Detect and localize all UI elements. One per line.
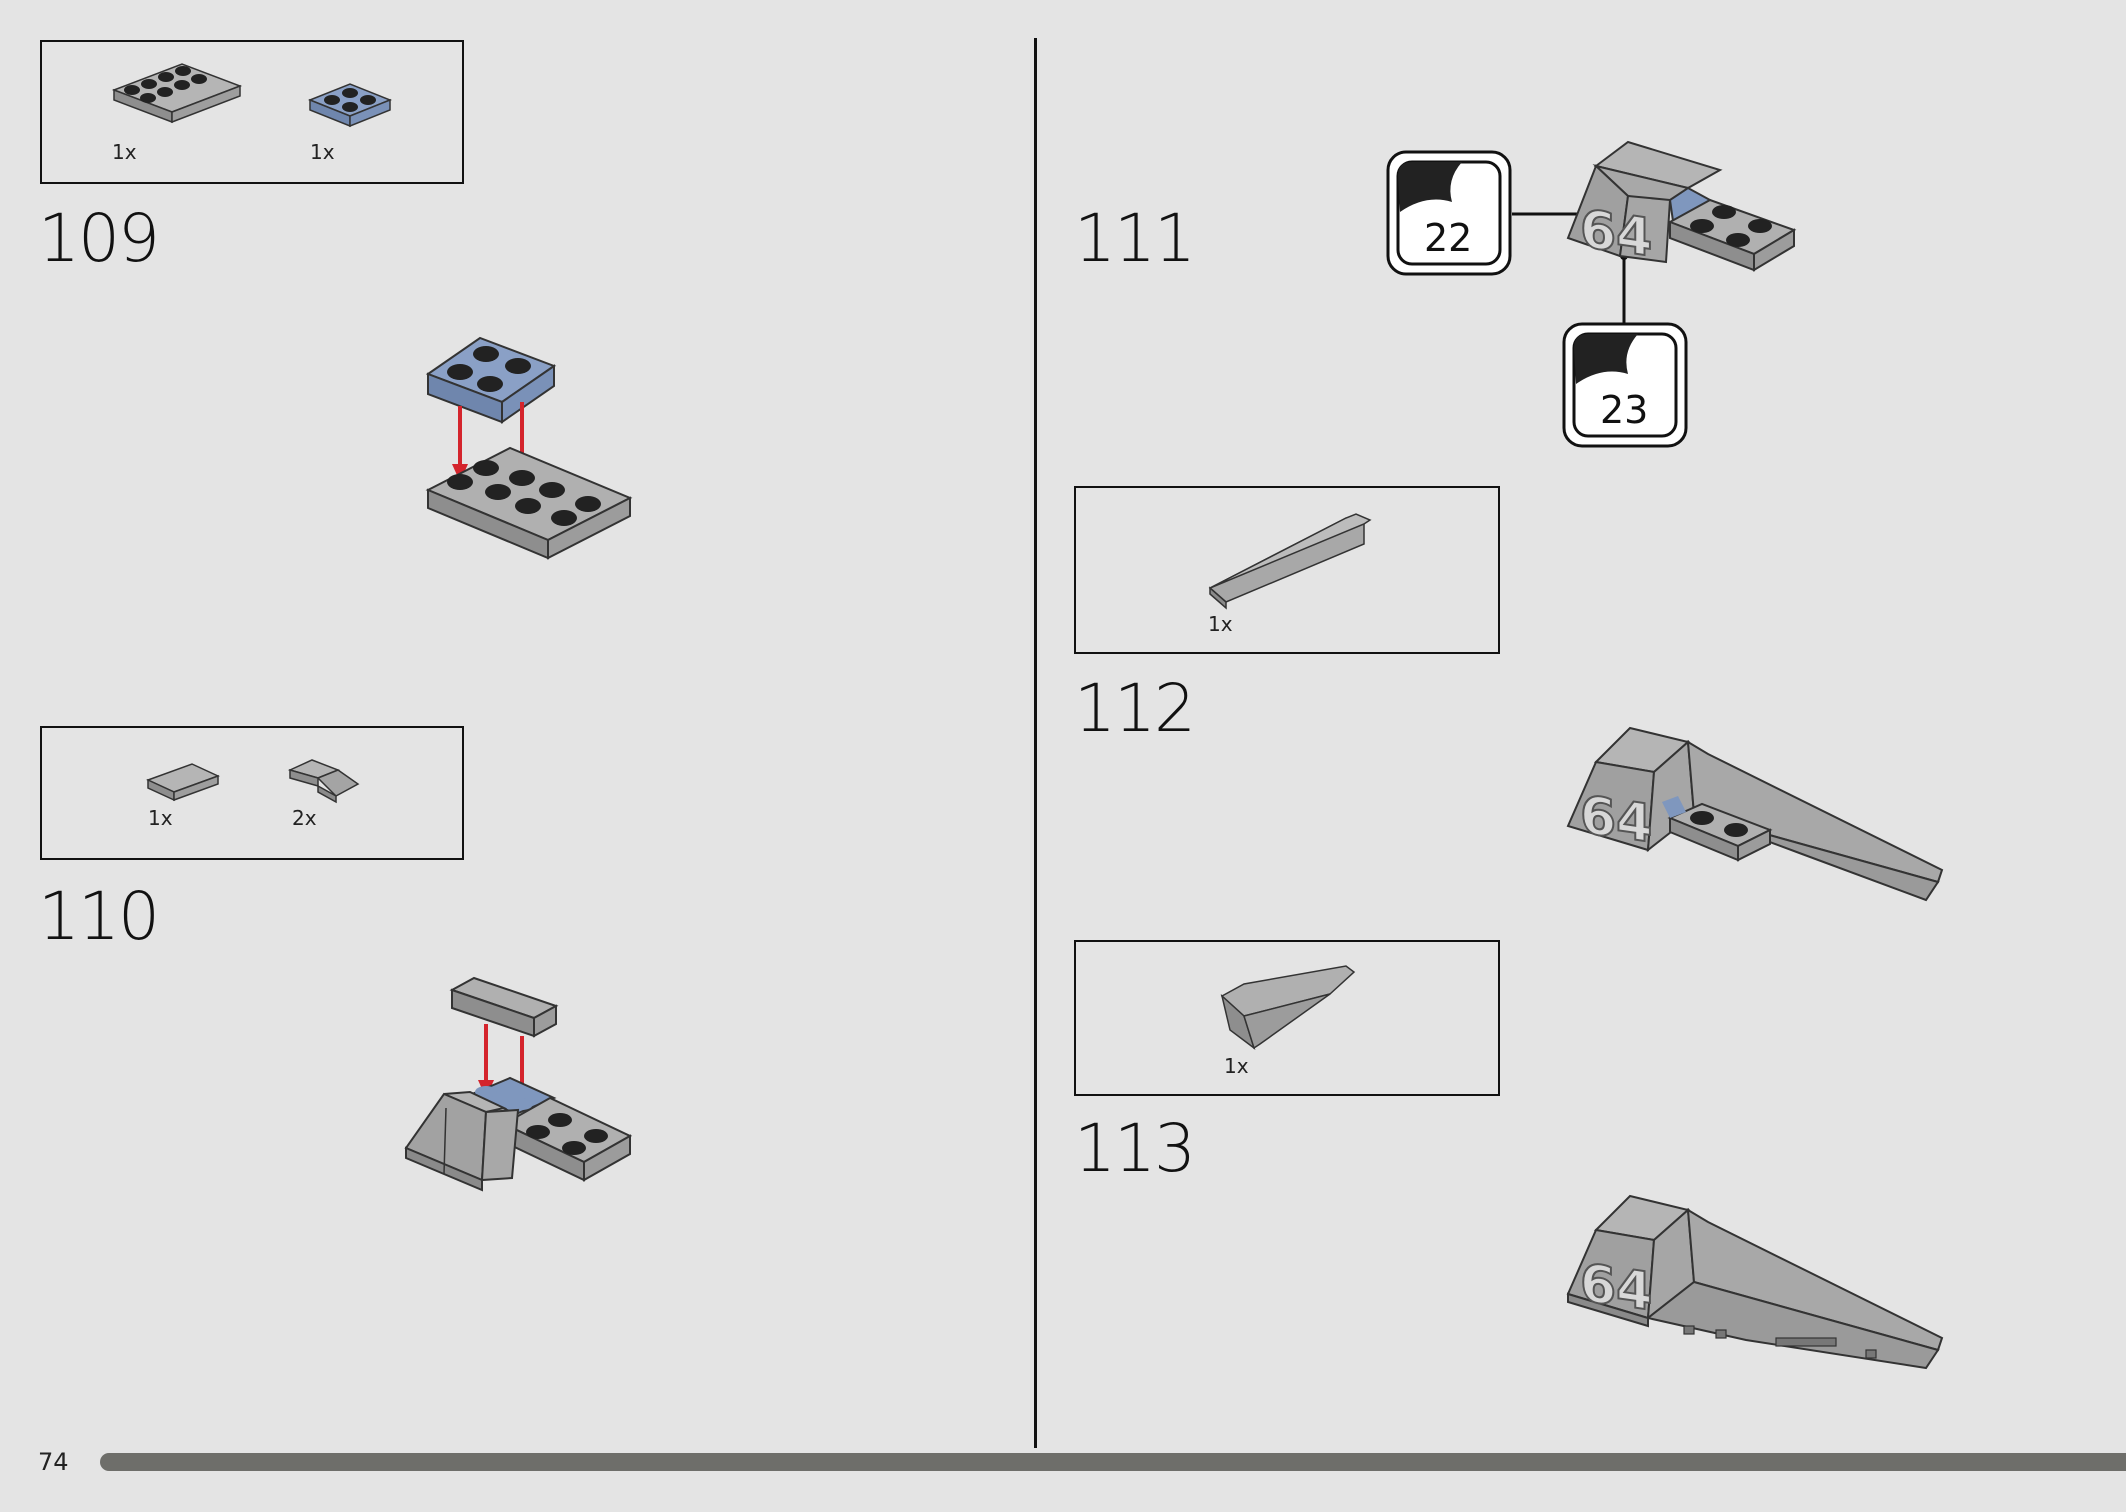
step-number-113: 113 (1074, 1110, 1196, 1187)
gray-plate-2x4-icon (111, 63, 243, 124)
gray-wedge-slope-icon (1208, 513, 1372, 610)
sticker-22: 22 (1386, 150, 1512, 276)
step-109-assembly-illustration (425, 336, 633, 560)
part-qty: 1x (112, 140, 137, 164)
part-qty: 1x (148, 806, 173, 830)
part-qty: 1x (310, 140, 335, 164)
decal-number: 64 (1580, 1253, 1652, 1323)
step-113-assembly-illustration: 64 (1566, 1194, 1944, 1370)
step-112-assembly-illustration: 64 (1566, 726, 1944, 902)
step-number-112: 112 (1074, 670, 1196, 747)
sticker-23: 23 (1562, 322, 1688, 448)
step-number-111: 111 (1074, 200, 1196, 277)
parts-box-step-112: 1x (1074, 486, 1500, 654)
blue-plate-2x2-icon (307, 83, 393, 128)
gray-wedge-plate-icon (1220, 965, 1356, 1050)
part-qty: 2x (292, 806, 317, 830)
step-110-assembly-illustration (404, 976, 633, 1192)
progress-bar (100, 1453, 2126, 1471)
step-number-109: 109 (38, 200, 160, 277)
decal-number: 64 (1580, 199, 1652, 269)
sticker-number: 22 (1424, 216, 1473, 260)
page-number: 74 (38, 1448, 69, 1476)
step-111-assembly-illustration: 64 (1566, 140, 1797, 272)
page-divider (1034, 38, 1037, 1448)
decal-number: 64 (1580, 785, 1652, 855)
parts-box-step-113: 1x (1074, 940, 1500, 1096)
gray-tile-1x2-icon (146, 763, 220, 802)
parts-box-step-109: 1x 1x (40, 40, 464, 184)
sticker-icon (1386, 150, 1512, 276)
gray-slope-icon (287, 759, 360, 804)
parts-box-step-110: 1x 2x (40, 726, 464, 860)
sticker-icon (1562, 322, 1688, 448)
step-number-110: 110 (38, 878, 160, 955)
sticker-number: 23 (1600, 388, 1649, 432)
part-qty: 1x (1208, 612, 1233, 636)
part-qty: 1x (1224, 1054, 1249, 1078)
